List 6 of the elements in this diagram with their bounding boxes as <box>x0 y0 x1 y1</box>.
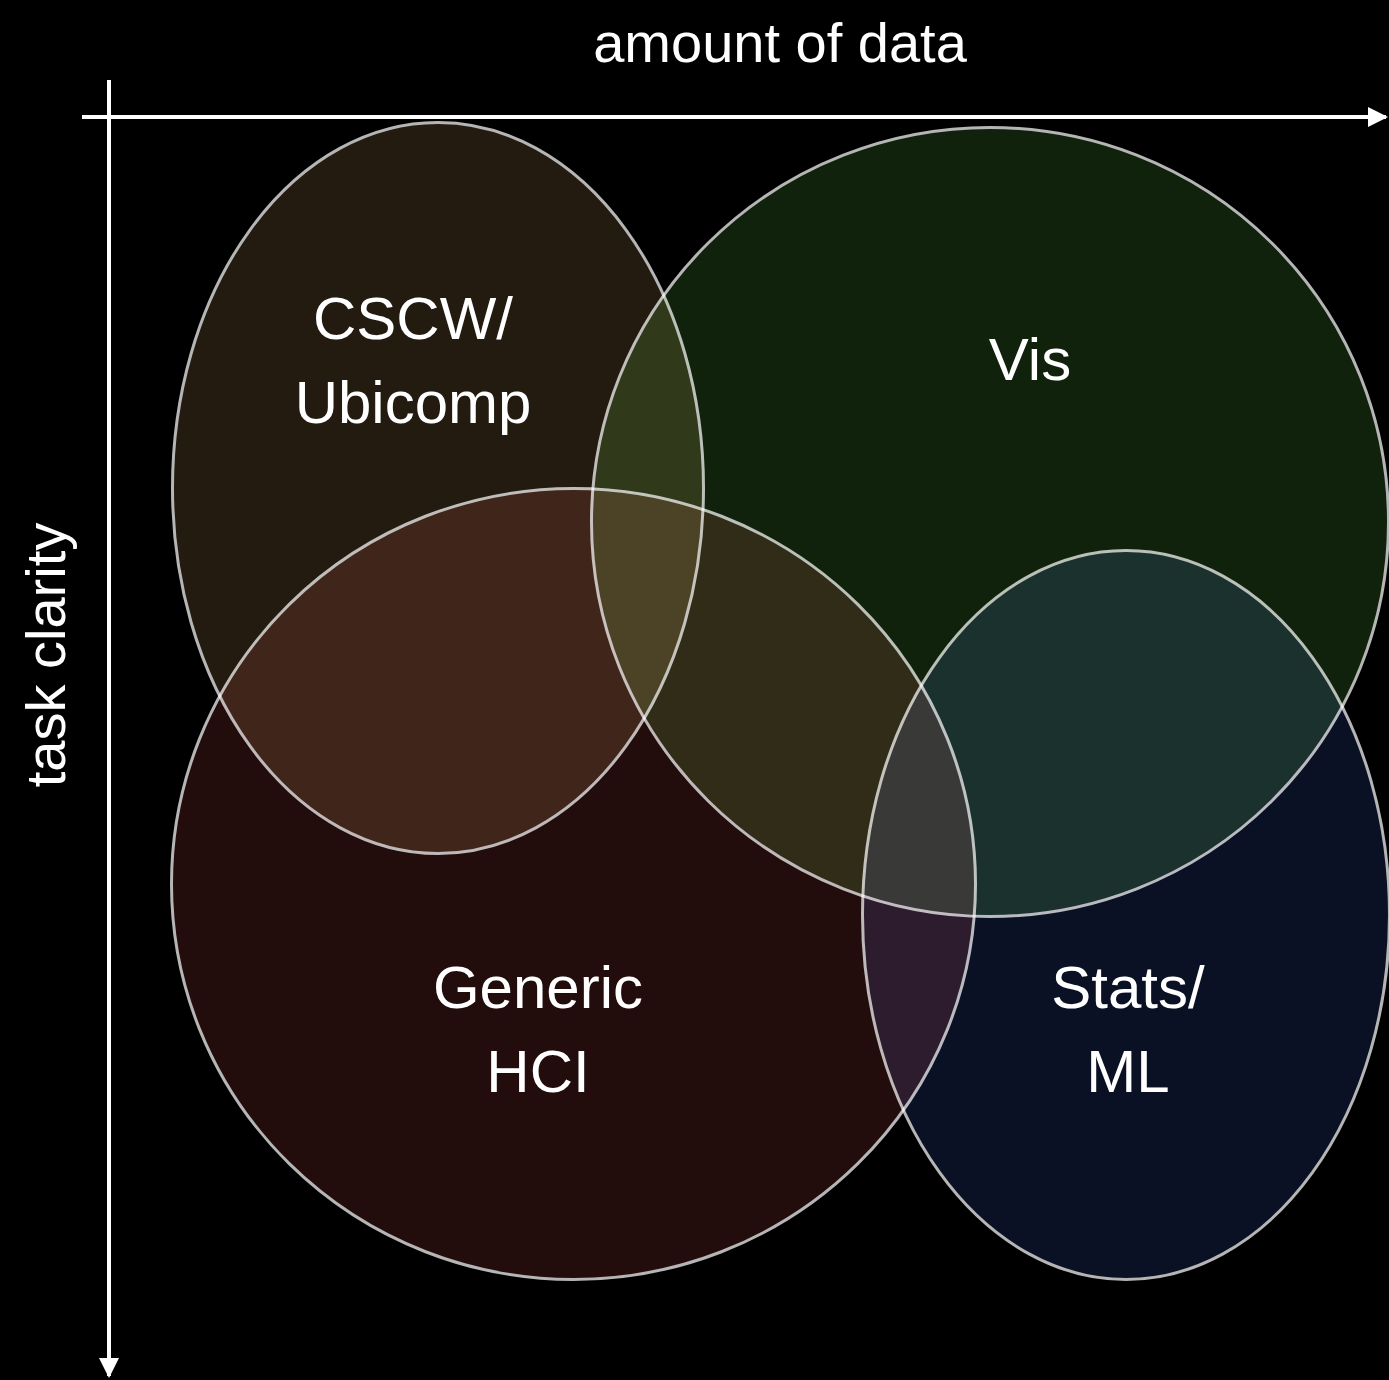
set-label: Stats/ ML <box>1050 953 1206 1107</box>
set-label: CSCW/ Ubicomp <box>293 284 533 438</box>
axis-label: task clarity <box>12 522 78 788</box>
axis-label: amount of data <box>593 9 967 75</box>
set-label: Generic HCI <box>431 953 645 1107</box>
set-label: Vis <box>987 325 1073 395</box>
